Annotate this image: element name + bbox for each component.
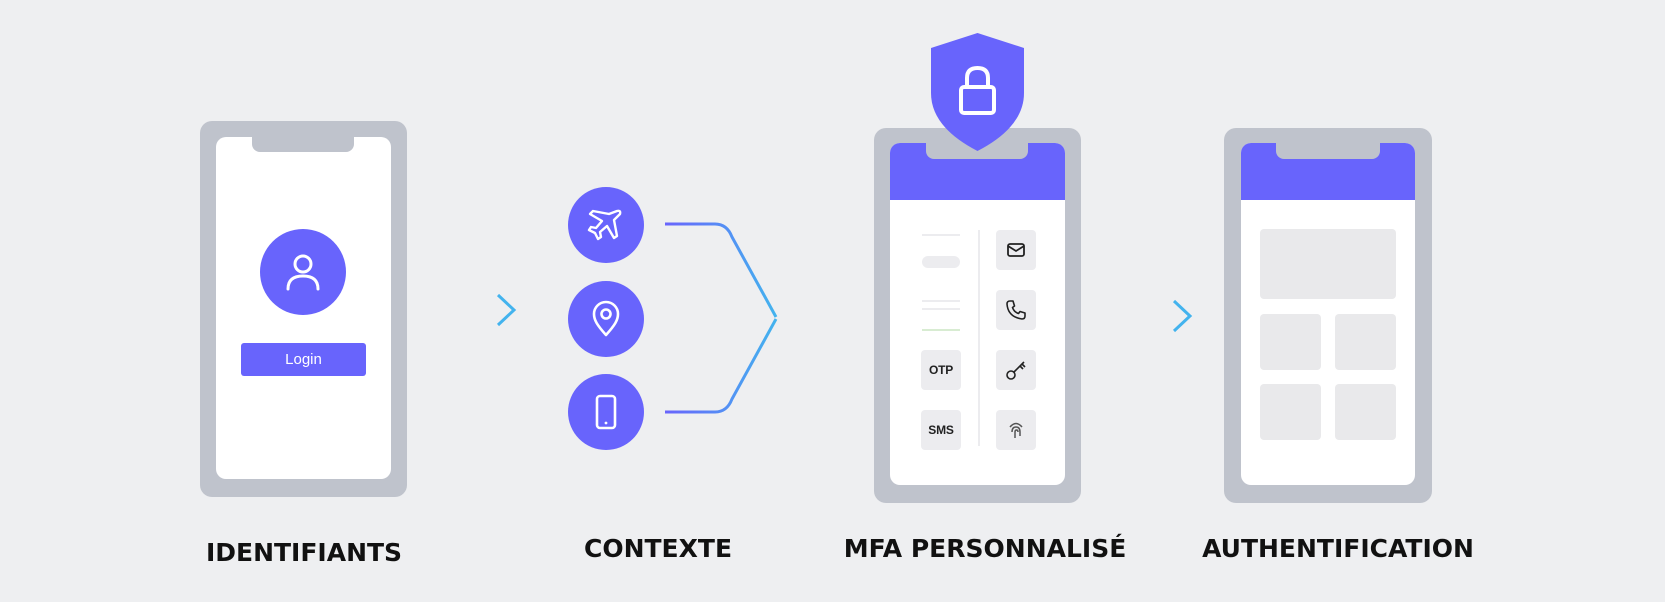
credentials-phone: Login (200, 121, 407, 497)
mail-icon (1007, 243, 1025, 257)
smartphone-icon (595, 394, 617, 430)
phone-icon (1006, 300, 1026, 320)
mfa-screen: OTP SMS (890, 143, 1065, 485)
phone-notch (926, 143, 1028, 159)
location-pin-icon (592, 300, 620, 337)
placeholder-line (922, 329, 960, 331)
login-button[interactable]: Login (241, 343, 366, 376)
content-card (1335, 384, 1396, 440)
content-banner (1260, 229, 1396, 299)
otp-label: OTP (928, 363, 954, 377)
content-card (1260, 314, 1321, 370)
user-avatar (260, 229, 346, 315)
mfa-phone: OTP SMS (874, 128, 1081, 503)
travel-context (568, 187, 644, 263)
email-option[interactable] (996, 230, 1036, 270)
key-icon (1006, 361, 1026, 380)
phone-notch (1276, 143, 1380, 159)
phone-notch (252, 137, 354, 152)
user-icon (286, 254, 320, 291)
credentials-screen: Login (216, 137, 391, 479)
content-card (1335, 314, 1396, 370)
sms-option[interactable]: SMS (921, 410, 961, 450)
fingerprint-icon (1009, 422, 1023, 438)
security-key-option[interactable] (996, 350, 1036, 390)
step-label-context: CONTEXTE (583, 534, 733, 563)
column-divider (978, 230, 980, 446)
step-label-auth: AUTHENTIFICATION (1202, 534, 1474, 563)
placeholder-line (922, 256, 960, 268)
device-context (568, 374, 644, 450)
arrow-icon (1114, 299, 1193, 333)
airplane-icon (587, 209, 622, 241)
placeholder-line (922, 308, 960, 310)
placeholder-line (922, 300, 960, 302)
auth-screen (1241, 143, 1415, 485)
location-context (568, 281, 644, 357)
otp-option[interactable]: OTP (921, 350, 961, 390)
arrow-icon (438, 293, 517, 327)
phone-call-option[interactable] (996, 290, 1036, 330)
step-label-mfa: MFA PERSONNALISÉ (843, 534, 1127, 563)
placeholder-line (922, 234, 960, 236)
step-label-credentials: IDENTIFIANTS (205, 538, 403, 567)
content-card (1260, 384, 1321, 440)
merge-arrow-icon (665, 222, 778, 414)
auth-phone (1224, 128, 1432, 503)
sms-label: SMS (928, 423, 954, 437)
biometric-option[interactable] (996, 410, 1036, 450)
shield-lock-icon (931, 33, 1024, 151)
